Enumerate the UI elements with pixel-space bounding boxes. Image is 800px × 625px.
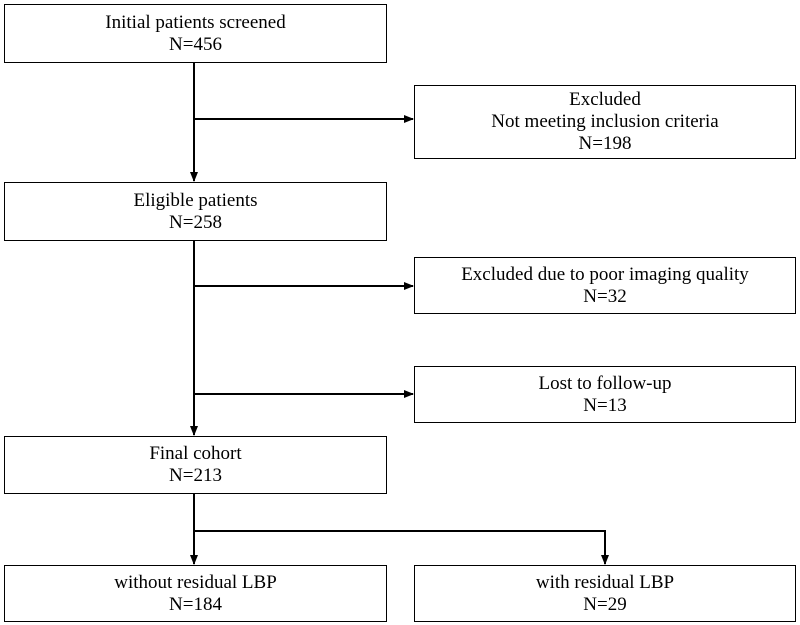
with-residual-lbp-title: with residual LBP (535, 571, 675, 593)
with-residual-lbp-box: with residual LBP N=29 (414, 565, 796, 622)
eligible-title: Eligible patients (133, 189, 258, 211)
screened-box: Initial patients screened N=456 (4, 4, 387, 63)
without-residual-lbp-count: N=184 (169, 593, 222, 615)
without-residual-lbp-title: without residual LBP (114, 571, 277, 593)
lost-followup-box: Lost to follow-up N=13 (414, 366, 796, 423)
final-cohort-title: Final cohort (149, 443, 242, 464)
excluded-imaging-box: Excluded due to poor imaging quality N=3… (414, 257, 796, 314)
final-cohort-count: N=213 (169, 465, 222, 486)
excluded-criteria-title: Excluded (569, 89, 641, 110)
with-residual-lbp-count: N=29 (583, 593, 627, 615)
eligible-box: Eligible patients N=258 (4, 182, 387, 241)
without-residual-lbp-box: without residual LBP N=184 (4, 565, 387, 622)
lost-followup-title: Lost to follow-up (538, 372, 672, 394)
excluded-imaging-title: Excluded due to poor imaging quality (461, 263, 749, 285)
screened-title: Initial patients screened (105, 11, 286, 33)
screened-count: N=456 (169, 33, 222, 55)
lost-followup-count: N=13 (583, 394, 627, 416)
final-cohort-box: Final cohort N=213 (4, 436, 387, 494)
excluded-criteria-box: Excluded Not meeting inclusion criteria … (414, 85, 796, 159)
excluded-criteria-count: N=198 (578, 133, 632, 154)
eligible-count: N=258 (169, 211, 222, 233)
excluded-imaging-count: N=32 (583, 285, 627, 307)
excluded-criteria-subtitle: Not meeting inclusion criteria (491, 111, 719, 132)
